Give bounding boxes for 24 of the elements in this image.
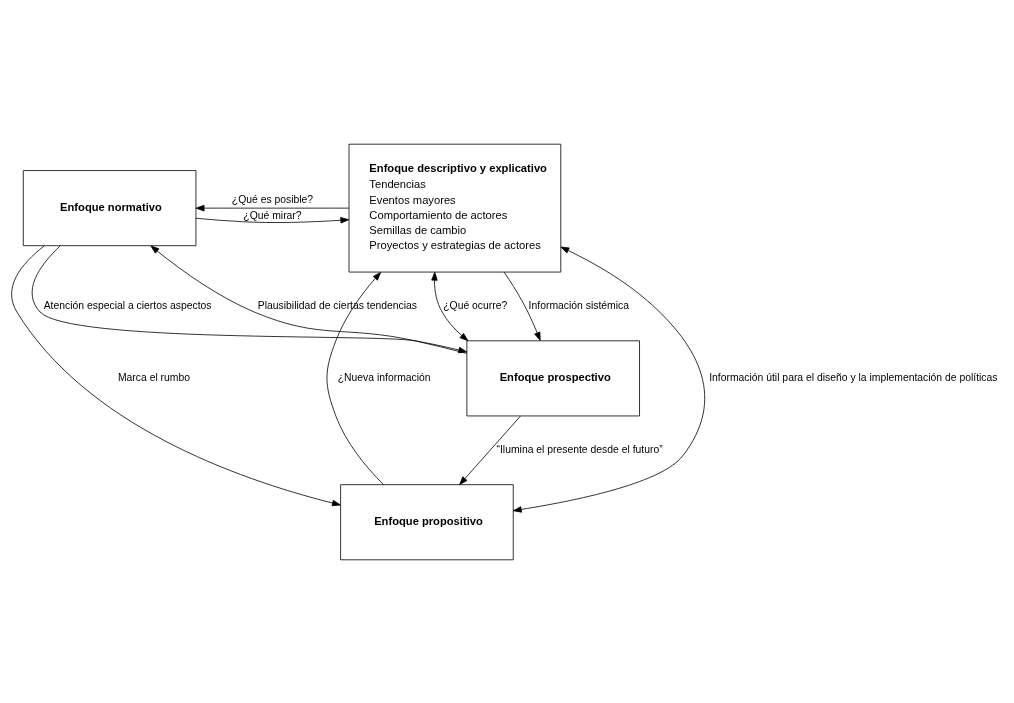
arrow (195, 216, 350, 223)
edge-label: Plausibilidad de ciertas tendencias (257, 299, 418, 311)
edge-label: ¿Qué ocurre? (443, 299, 508, 311)
arrow (11, 244, 341, 506)
edge-label: ¿Qué es posible? (231, 193, 314, 205)
edge-label: Información sistémica (528, 299, 629, 311)
node-box: Enfoque prospectivo (466, 339, 640, 416)
arrow (326, 271, 384, 485)
arrow (459, 415, 521, 485)
node-box: Enfoque propositivo (340, 483, 514, 560)
edge-label: Información útil para el diseño y la implementación de políticas (709, 371, 998, 383)
arrow (195, 204, 350, 211)
node-box: Enfoque normativo (22, 169, 197, 246)
arrow (503, 271, 541, 341)
edge-label: ¿Qué mirar? (243, 209, 302, 221)
arrow (512, 246, 706, 513)
node-box: Enfoque descriptivo y explicativo Tendencias Eventos mayores Comportamiento de actores Semillas de cambio Proyectos y estrategias de actores (348, 143, 562, 272)
arrow (150, 245, 468, 354)
edge-label: ¿Nueva información (337, 371, 431, 383)
edge-label: Marca el rumbo (117, 371, 191, 383)
arrow (431, 271, 469, 341)
edge-label: Atención especial a ciertos aspectos (43, 299, 212, 311)
edge-label: “Ilumina el presente desde el futuro” (496, 443, 663, 455)
arrow (31, 244, 468, 353)
